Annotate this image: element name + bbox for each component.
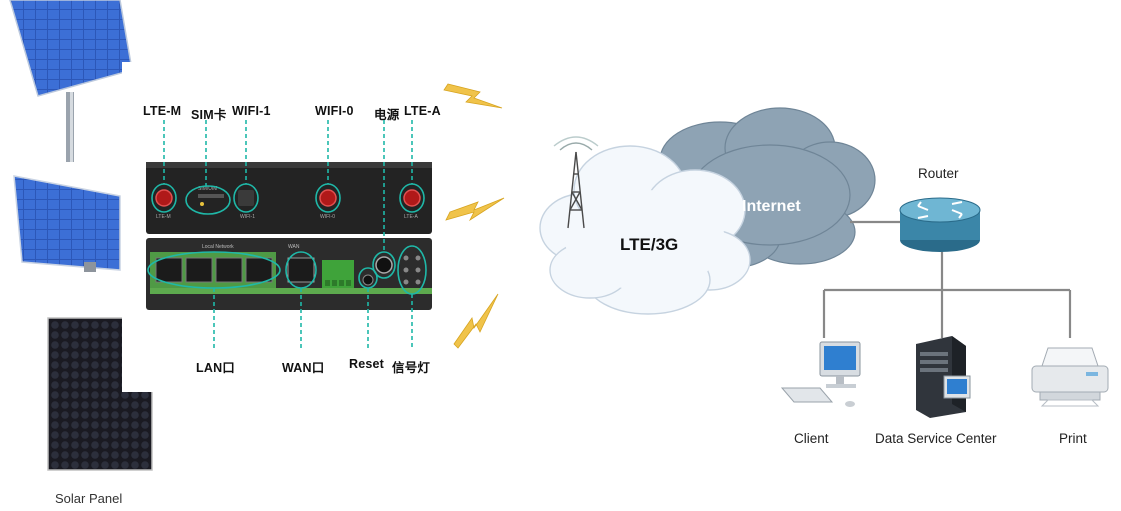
solar-panel-caption: Solar Panel (55, 491, 123, 506)
lan-port (155, 257, 183, 283)
signal-led (415, 255, 421, 261)
signal-led (403, 255, 409, 261)
port-label-lte-a: LTE-A (404, 214, 418, 220)
signal-led (403, 267, 409, 273)
data-service-center-label: Data Service Center (875, 431, 997, 446)
signal-led (415, 267, 421, 273)
network-diagram: LTE/3G Internet Router (539, 107, 1109, 418)
port-label-sim: SIM/UIM (198, 186, 217, 192)
callout-sim: SIM卡 (191, 108, 227, 122)
callout-lan: LAN口 (196, 361, 235, 375)
solar-panel-middle (13, 175, 121, 272)
signal-led (403, 279, 409, 285)
internet-cloud-label: Internet (742, 198, 801, 215)
print-label: Print (1059, 431, 1087, 446)
signal-led (415, 279, 421, 285)
port-label-wifi-1: WIFI-1 (240, 214, 255, 220)
lightning-bolt-icon (445, 197, 505, 222)
callout-signal-led: 信号灯 (392, 361, 431, 375)
callout-lte-a: LTE-A (404, 104, 441, 118)
highlight-sim (185, 185, 231, 215)
sim-slot (198, 194, 224, 198)
callout-wifi-1: WIFI-1 (232, 104, 271, 118)
client-label: Client (794, 431, 829, 446)
wireless-signal-bolts (443, 83, 505, 349)
antenna-wifi-0 (319, 189, 337, 207)
device-top-unit (146, 162, 432, 234)
port-label-wifi-0: WIFI-0 (320, 214, 335, 220)
callout-reset: Reset (349, 357, 385, 371)
callout-lte-m: LTE-M (143, 104, 182, 118)
callout-wan: WAN口 (282, 361, 325, 375)
callout-wifi-0: WIFI-0 (315, 104, 354, 118)
printer-icon (1031, 347, 1109, 407)
server-icon (916, 336, 971, 418)
antenna-lte-a (403, 189, 421, 207)
router-icon (899, 197, 981, 252)
highlight-power (372, 251, 396, 279)
solar-panel-top (9, 0, 133, 162)
lan-port (215, 257, 243, 283)
ports-label-local: Local Network (202, 244, 234, 250)
callout-power: 电源 (374, 108, 400, 122)
lan-port (185, 257, 213, 283)
wan-port (287, 257, 315, 283)
lightning-bolt-icon (443, 83, 503, 109)
lte-cloud (539, 145, 751, 315)
device-drawing: LTE-M SIM/UIM WIFI-1 WIFI-0 LTE-A Local … (146, 120, 432, 350)
port-label-lte-m: LTE-M (156, 214, 171, 220)
ports-label-wan: WAN (288, 244, 300, 250)
wifi-1-port (238, 190, 254, 206)
power-jack (375, 256, 393, 274)
cell-tower-icon (553, 136, 599, 229)
solar-panels-illustration (9, 0, 153, 471)
client-computer-icon (780, 341, 861, 407)
lte-cloud-label: LTE/3G (620, 235, 678, 254)
router-label: Router (918, 166, 959, 181)
lightning-bolt-icon (453, 293, 499, 349)
antenna-lte-m (155, 189, 173, 207)
reset-button (362, 274, 374, 286)
lan-port (245, 257, 273, 283)
